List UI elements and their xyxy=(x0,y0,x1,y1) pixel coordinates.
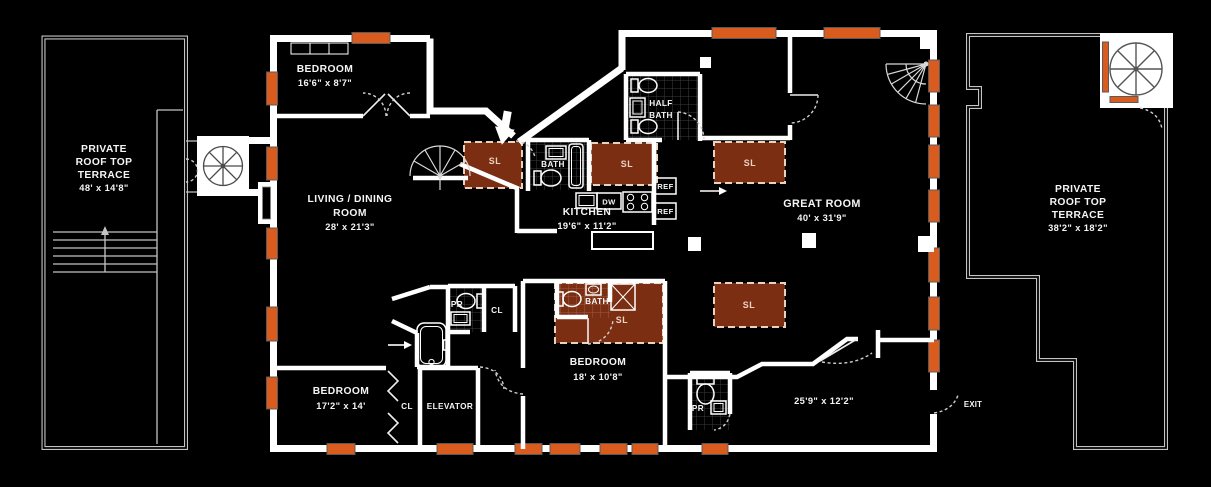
left-terrace-label: PRIVATE xyxy=(81,144,127,155)
label-closet: CL xyxy=(491,306,503,315)
powder-room-fixtures xyxy=(696,375,727,415)
label-skylight: SL xyxy=(743,300,755,310)
spiral-staircase-icon xyxy=(885,61,929,105)
right-terrace-dims: 38'2" x 18'2" xyxy=(1048,223,1108,233)
room-label-half-bath: BATH xyxy=(649,111,673,120)
powder-room-fixtures xyxy=(450,292,485,326)
skylight xyxy=(590,142,658,186)
fridge-icon xyxy=(654,202,677,220)
label-bath: BATH xyxy=(585,297,609,306)
half-bath-fixtures xyxy=(629,77,658,135)
room-dims: 28' x 21'3" xyxy=(325,222,374,232)
terrace-stairs-icon xyxy=(53,226,157,273)
label-skylight: SL xyxy=(489,156,501,166)
right-terrace-label: TERRACE xyxy=(1052,210,1105,221)
right-terrace-label: PRIVATE xyxy=(1055,184,1101,195)
spiral-staircase-icon xyxy=(1100,33,1173,130)
entry-arrow-icon xyxy=(494,110,515,145)
room-label-kitchen: KITCHEN xyxy=(563,207,612,218)
windows xyxy=(266,27,940,455)
room-label-bedroom: BEDROOM xyxy=(313,386,370,397)
dishwasher-icon xyxy=(596,192,622,210)
left-terrace-label: TERRACE xyxy=(78,170,131,181)
shower-icon xyxy=(610,283,636,311)
bay-window xyxy=(258,182,275,224)
bathroom-fixtures xyxy=(533,143,584,189)
label-dishwasher: DW xyxy=(602,198,616,207)
room-dims: 40' x 31'9" xyxy=(797,213,846,223)
door-swings xyxy=(362,92,959,431)
right-terrace: PRIVATE ROOF TOP TERRACE 38'2" x 18'2" xyxy=(966,33,1173,450)
room-dims: 16'6" x 8'7" xyxy=(298,78,352,88)
room-dims: 18' x 10'8" xyxy=(573,372,622,382)
label-skylight: SL xyxy=(744,158,756,168)
exterior-walls xyxy=(270,30,937,452)
room-label-living-dining: LIVING / DINING xyxy=(308,194,393,205)
skylight xyxy=(713,282,786,328)
stove-icon xyxy=(622,191,653,213)
interior-walls xyxy=(273,33,934,449)
closet-row-icon xyxy=(290,42,349,55)
label-bath: BATH xyxy=(541,160,565,169)
left-terrace-dims: 48' x 14'8" xyxy=(79,183,128,193)
right-terrace-label: ROOF TOP xyxy=(1050,197,1107,208)
label-powder-room: PR xyxy=(692,404,704,413)
room-dims: 25'9" x 12'2" xyxy=(794,396,854,406)
bathtub-icon xyxy=(416,322,449,368)
room-label-bedroom: BEDROOM xyxy=(297,64,354,75)
flow-arrow-icon xyxy=(388,187,727,349)
label-closet: CL xyxy=(401,402,413,411)
room-label-bedroom: BEDROOM xyxy=(570,357,627,368)
label-fridge: REF xyxy=(657,182,673,191)
skylight xyxy=(713,141,786,184)
room-label-half-bath: HALF xyxy=(649,99,672,108)
room-label-elevator: ELEVATOR xyxy=(427,402,473,411)
room-label-living-dining: ROOM xyxy=(333,208,367,219)
bifold-door-icon xyxy=(386,370,400,444)
left-terrace-label: ROOF TOP xyxy=(76,157,133,168)
bathroom-fixtures xyxy=(555,283,636,311)
main-floor: BEDROOM 16'6" x 8'7" LIVING / DINING ROO… xyxy=(258,27,982,455)
room-label-great-room: GREAT ROOM xyxy=(783,198,861,210)
fridge-icon xyxy=(654,177,677,195)
label-skylight: SL xyxy=(616,315,628,325)
room-dims: 19'6" x 11'2" xyxy=(557,221,616,231)
label-powder-room: PR xyxy=(451,300,463,309)
label-exit: EXIT xyxy=(964,400,982,409)
kitchen-island xyxy=(591,231,654,250)
columns xyxy=(688,36,934,252)
stair-fan-icon xyxy=(409,145,471,190)
terrace-partition xyxy=(156,109,183,444)
label-fridge: REF xyxy=(657,207,673,216)
kitchen-fixtures xyxy=(575,177,677,250)
room-dims: 17'2" x 14' xyxy=(316,401,365,411)
label-skylight: SL xyxy=(621,159,633,169)
